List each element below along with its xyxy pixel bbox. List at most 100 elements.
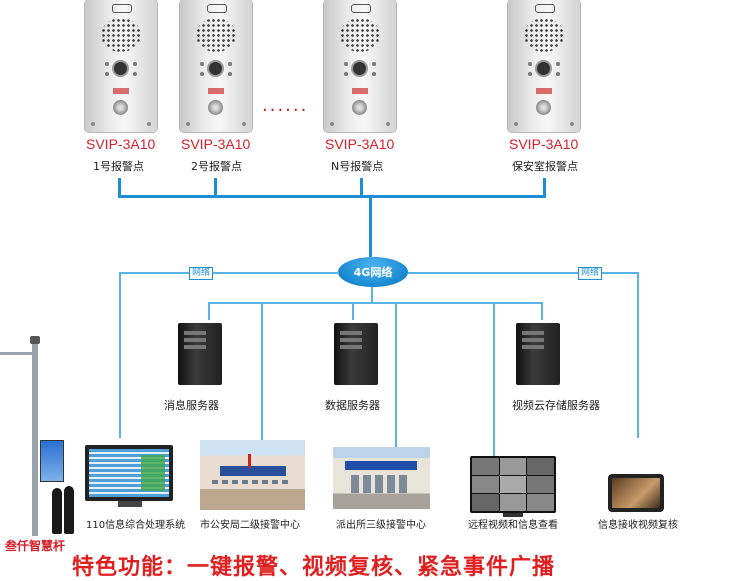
network-hub: 4G网络	[338, 257, 408, 287]
alarm-panel-2	[180, 0, 252, 132]
device-model-n: SVIP-3A10	[325, 136, 395, 152]
hub-to-server-bus	[371, 287, 373, 303]
screw	[514, 122, 518, 126]
indicator-led	[133, 62, 137, 66]
device-model-1: SVIP-3A10	[86, 136, 156, 152]
pole-arm	[0, 352, 36, 355]
device-label-1: 1号报警点	[93, 160, 144, 173]
indicator-led	[556, 72, 560, 76]
endpoint-label-110: 110信息综合处理系统	[86, 520, 186, 531]
panel-logo	[535, 4, 555, 13]
endpoint-label-review: 信息接收视频复核	[598, 520, 678, 531]
network-badge-left: 网络	[189, 267, 214, 280]
screw	[330, 122, 334, 126]
panel-logo	[207, 4, 227, 13]
screw	[91, 122, 95, 126]
camera-lens	[209, 62, 222, 75]
monitor-stand	[118, 501, 142, 507]
panel-label-plate	[113, 88, 129, 94]
speaker-grill	[101, 18, 141, 52]
speaker-grill	[524, 18, 564, 52]
alarm-panel-n	[324, 0, 396, 132]
indicator-led	[228, 62, 232, 66]
pole-display	[40, 440, 64, 482]
alarm-panel-1	[85, 0, 157, 132]
message-server-icon	[178, 323, 222, 385]
video-storage-server-icon	[516, 323, 560, 385]
indicator-led	[556, 62, 560, 66]
video-wall-icon	[470, 456, 556, 513]
indicator-led	[200, 62, 204, 66]
screw	[570, 122, 574, 126]
server-drop-3	[541, 302, 543, 320]
endpoint-drop-3	[395, 302, 397, 457]
pole-light	[30, 336, 40, 344]
bus-drop-n	[360, 178, 363, 196]
alarm-button	[352, 100, 367, 115]
city-police-building-photo	[200, 440, 305, 510]
left-branch-h	[119, 272, 339, 274]
server-label-data: 数据服务器	[325, 399, 380, 412]
server-label-message: 消息服务器	[164, 399, 219, 412]
server-label-video: 视频云存储服务器	[512, 399, 600, 412]
indicator-led	[105, 62, 109, 66]
network-badge-right: 网络	[578, 267, 603, 280]
bus-drop-security	[543, 178, 546, 196]
device-model-security: SVIP-3A10	[509, 136, 579, 152]
alarm-button	[113, 100, 128, 115]
tablet-icon	[608, 474, 664, 512]
alarm-button	[208, 100, 223, 115]
people-silhouette	[52, 488, 62, 534]
ellipsis-separator: ······	[262, 100, 309, 121]
bus-drop-2	[214, 178, 217, 196]
screw	[386, 122, 390, 126]
screw	[147, 122, 151, 126]
bus-to-hub	[369, 195, 372, 257]
panel-label-plate	[208, 88, 224, 94]
device-label-2: 2号报警点	[191, 160, 242, 173]
panel-label-plate	[536, 88, 552, 94]
speaker-grill	[196, 18, 236, 52]
indicator-led	[528, 62, 532, 66]
police-station-photo	[333, 447, 430, 509]
screw	[186, 122, 190, 126]
indicator-led	[200, 72, 204, 76]
right-branch-v	[637, 272, 639, 438]
right-branch-h	[408, 272, 638, 274]
indicator-led	[228, 72, 232, 76]
indicator-led	[105, 72, 109, 76]
endpoint-label-city: 市公安局二级接警中心	[200, 520, 300, 531]
bus-drop-1	[118, 178, 121, 196]
camera-lens	[353, 62, 366, 75]
screw	[242, 122, 246, 126]
server-drop-2	[352, 302, 354, 320]
data-server-icon	[334, 323, 378, 385]
video-wall-stand	[503, 513, 523, 517]
server-bus	[208, 302, 542, 304]
camera-lens	[114, 62, 127, 75]
panel-label-plate	[352, 88, 368, 94]
pole-label: 叁仟智慧杆	[5, 539, 66, 553]
indicator-led	[372, 62, 376, 66]
camera-lens	[537, 62, 550, 75]
alarm-button	[536, 100, 551, 115]
endpoint-drop-4	[493, 302, 495, 457]
device-model-2: SVIP-3A10	[181, 136, 251, 152]
indicator-led	[133, 72, 137, 76]
endpoint-drop-2	[261, 302, 263, 440]
endpoint-label-station: 派出所三级接警中心	[336, 520, 426, 531]
server-drop-1	[208, 302, 210, 320]
indicator-led	[372, 72, 376, 76]
endpoint-label-remote: 远程视频和信息查看	[468, 520, 558, 531]
left-branch-v	[119, 272, 121, 438]
indicator-led	[528, 72, 532, 76]
feature-banner: 特色功能：一键报警、视频复核、紧急事件广播	[72, 555, 556, 580]
network-hub-label: 4G网络	[353, 266, 393, 279]
monitor-110-icon	[85, 445, 173, 501]
top-bus	[118, 195, 546, 198]
device-label-security: 保安室报警点	[512, 160, 578, 173]
speaker-grill	[340, 18, 380, 52]
indicator-led	[344, 72, 348, 76]
panel-logo	[112, 4, 132, 13]
people-silhouette	[64, 486, 74, 534]
